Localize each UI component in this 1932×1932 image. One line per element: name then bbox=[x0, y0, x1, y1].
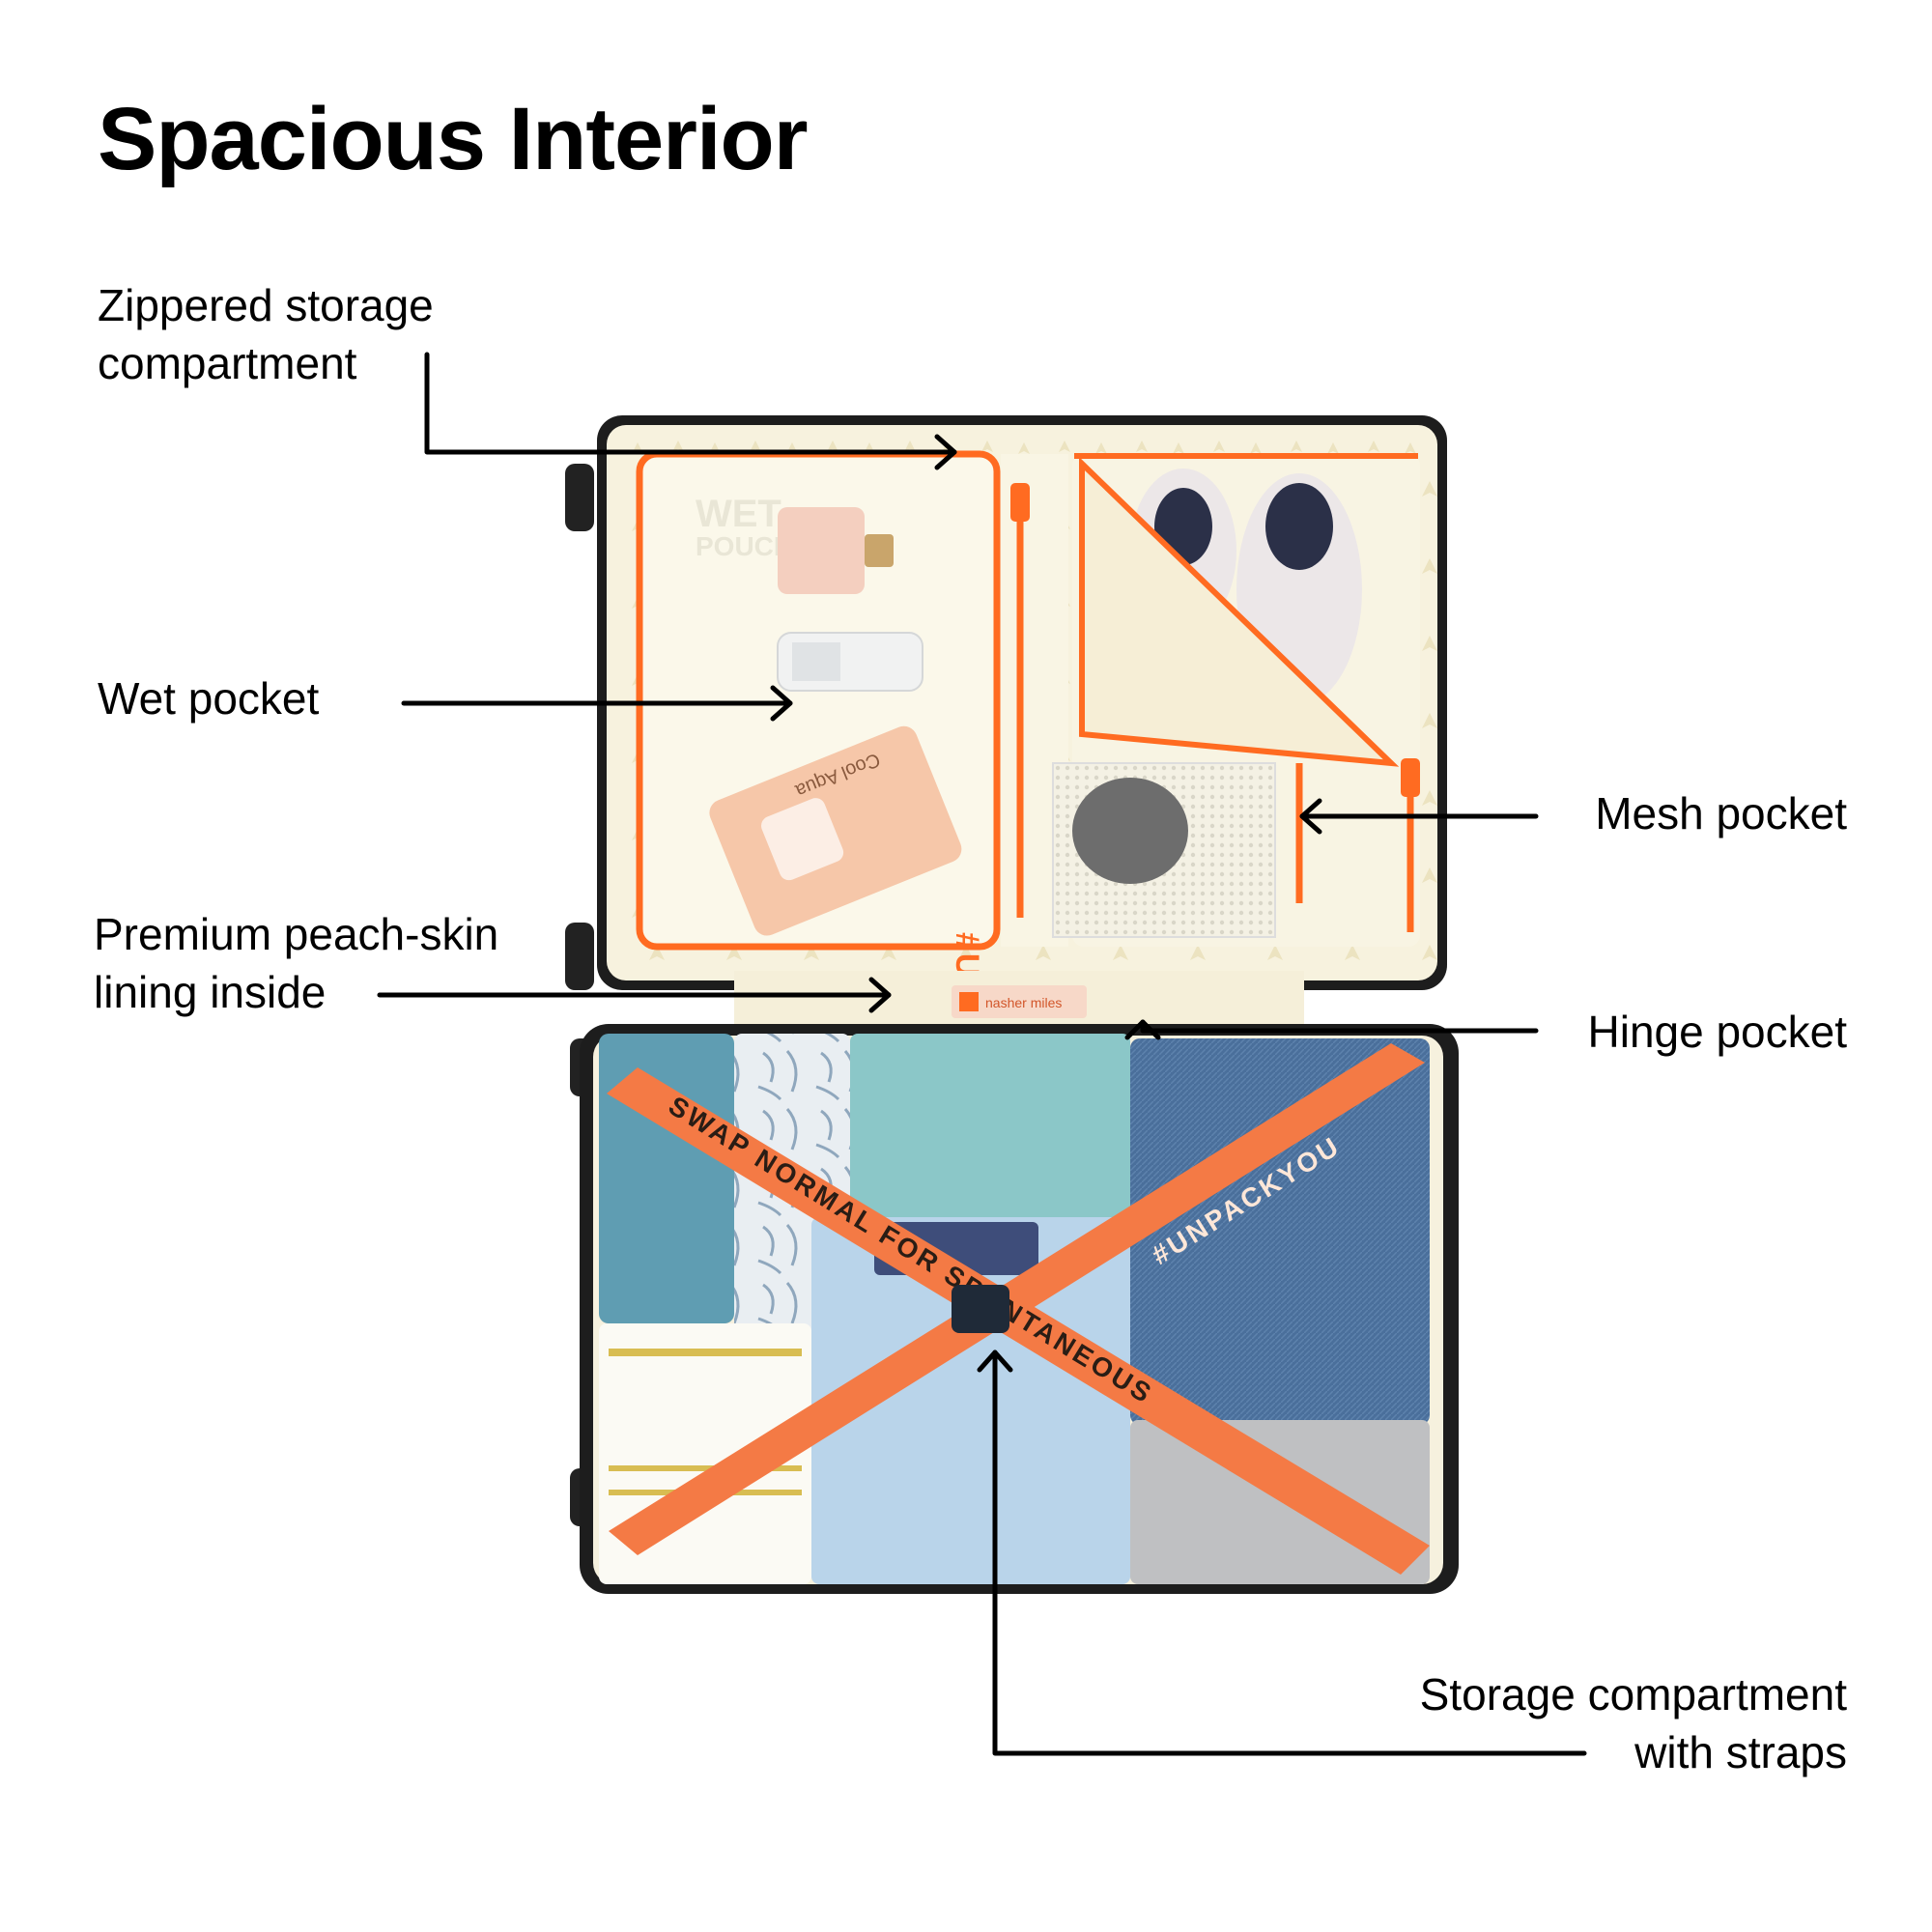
hinge-pocket-label: Hinge pocket bbox=[1587, 1007, 1848, 1057]
lotion-bottle bbox=[777, 632, 923, 692]
mesh-pocket bbox=[1052, 758, 1420, 938]
brand-text: nasher miles bbox=[985, 995, 1062, 1010]
pocket-flap bbox=[1079, 456, 1400, 767]
strap bbox=[609, 1043, 1425, 1555]
shoe-compartment bbox=[1052, 453, 1420, 947]
wet-pocket-label: Wet pocket bbox=[98, 673, 320, 724]
page-title: Spacious Interior bbox=[98, 90, 808, 188]
wet-pouch-text: WET bbox=[696, 493, 781, 535]
jeans bbox=[1130, 1038, 1430, 1425]
straps-compartment-label: Storage compartment with straps bbox=[1419, 1669, 1847, 1777]
wheel bbox=[565, 923, 594, 990]
wet-pocket: WET POUCH Cool Aqua bbox=[636, 450, 1001, 951]
wet-pouch-subtext: POUCH bbox=[696, 531, 793, 561]
mesh-pocket-label: Mesh pocket bbox=[1595, 788, 1847, 838]
suitcase-base: SWAP NORMAL FOR SPONTANEOUS #UNPACKYOU bbox=[570, 1024, 1459, 1594]
teal-tshirt bbox=[599, 1034, 734, 1323]
suitcase-lid: WET POUCH Cool Aqua #UNPAC bbox=[565, 415, 1447, 1189]
lining-label: Premium peach-skin lining inside bbox=[94, 909, 499, 1017]
wipes-packet: Cool Aqua bbox=[709, 725, 962, 936]
zipper-pull bbox=[1010, 483, 1030, 522]
zippered-storage-label: Zippered storage compartment bbox=[98, 280, 434, 388]
wheel bbox=[565, 464, 594, 531]
strap-buckle bbox=[952, 1285, 1009, 1333]
perfume-bottle bbox=[778, 507, 894, 594]
